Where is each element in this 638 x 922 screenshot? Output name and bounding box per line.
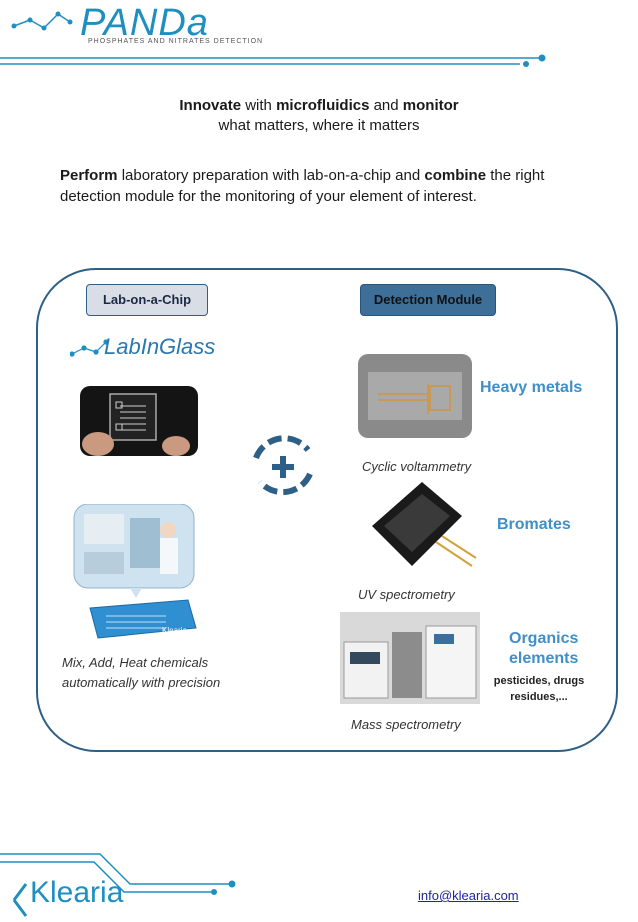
plus-icon (253, 435, 313, 496)
headline-text: and (369, 97, 403, 114)
organics-note-line2: residues,... (510, 691, 568, 703)
headline-word-innovate: Innovate (179, 97, 242, 114)
footer-decoration (0, 853, 236, 917)
content-panel (36, 268, 618, 752)
headline-word-monitor: monitor (402, 97, 459, 114)
panda-logo: PANDa (80, 2, 209, 44)
chip-brand: Klearia (162, 626, 187, 635)
detection-module-tab: Detection Module (360, 284, 496, 316)
uv-spectrometry-caption: UV spectrometry (358, 587, 455, 602)
organics-line1: Organics (509, 630, 579, 647)
intro-text: the right detection module for the monit… (60, 167, 545, 205)
voltammetry-electrode-photo (358, 354, 472, 438)
left-caption: Mix, Add, Heat chemicals automatically w… (62, 653, 220, 693)
left-caption-line2: automatically with precision (62, 675, 221, 690)
headline-text: with (241, 97, 277, 114)
panda-tagline: PHOSPHATES AND NITRATES DETECTION (88, 38, 264, 45)
organics-line2: elements (509, 650, 579, 667)
lab-on-a-chip-tab: Lab-on-a-Chip (86, 284, 208, 316)
organics-note-line1: pesticides, drugs (493, 675, 585, 687)
labinglass-logo: LabInGlass (104, 334, 216, 359)
headline-word-microfluidics: microfluidics (276, 97, 370, 114)
chip-in-hand-photo (80, 386, 198, 456)
uv-sensor-photo (372, 482, 477, 567)
headline-line2: what matters, where it matters (218, 117, 420, 134)
cyclic-voltammetry-caption: Cyclic voltammetry (362, 459, 472, 474)
organics-elements-label: Organics elements (509, 629, 578, 669)
organics-note: pesticides, drugs residues,... (487, 673, 591, 705)
heavy-metals-label: Heavy metals (480, 379, 583, 396)
klearia-logo: Klearia (30, 876, 124, 909)
email-link[interactable]: info@klearia.com (418, 888, 519, 903)
header-decoration (0, 11, 546, 67)
intro-paragraph: Perform laboratory preparation with lab-… (60, 165, 580, 207)
labinglass-logo-icon (70, 339, 109, 357)
intro-word-perform: Perform (60, 167, 118, 184)
lab-illustration (73, 504, 197, 639)
headline: Innovate with microfluidics and monitor … (0, 96, 638, 136)
intro-text: laboratory preparation with lab-on-a-chi… (117, 167, 425, 184)
bromates-label: Bromates (497, 516, 571, 533)
left-caption-line1: Mix, Add, Heat chemicals (62, 655, 209, 670)
mass-spectrometer-photo (340, 612, 480, 704)
mass-spectrometry-caption: Mass spectrometry (351, 717, 461, 732)
intro-word-combine: combine (424, 167, 487, 184)
